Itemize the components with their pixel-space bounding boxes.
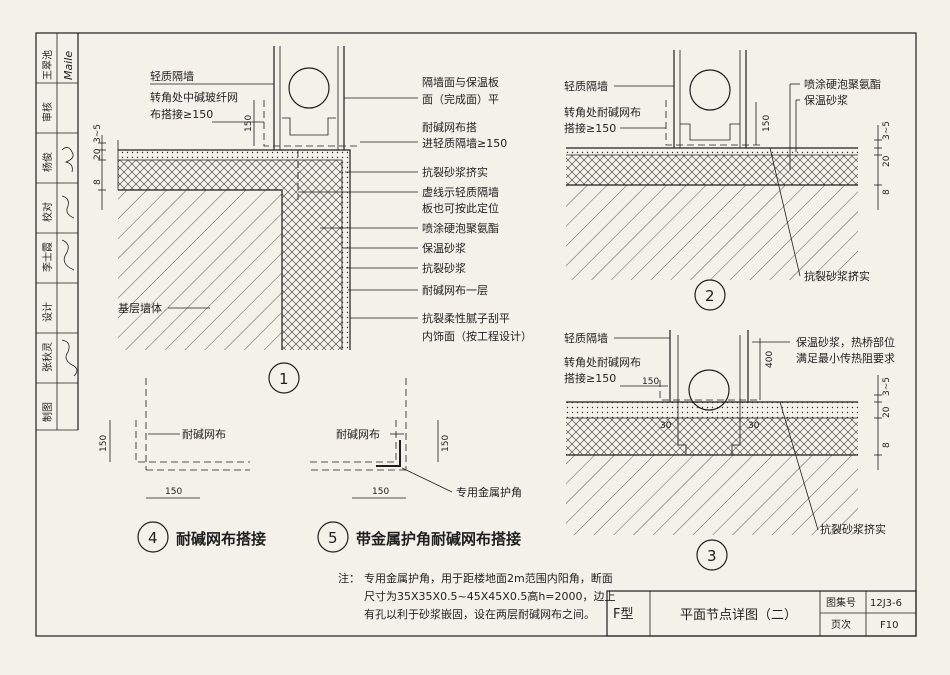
detail1-right-labels: 隔墙面与保温板 面（完成面）平 耐碱网布搭 进轻质隔墙≥150 抗裂砂浆挤实 虚…: [298, 75, 532, 343]
svg-text:抗裂砂浆挤实: 抗裂砂浆挤实: [422, 165, 488, 179]
svg-text:满足最小传热阻要求: 满足最小传热阻要求: [796, 352, 895, 365]
svg-text:尺寸为35X35X0.5~45X45X0.5高h=2000，: 尺寸为35X35X0.5~45X45X0.5高h=2000，边上: [364, 589, 616, 603]
svg-text:400: 400: [765, 351, 775, 368]
svg-text:30: 30: [748, 421, 760, 431]
signature-1: Maile: [62, 51, 75, 80]
svg-text:20: 20: [882, 155, 892, 167]
svg-text:轻质隔墙: 轻质隔墙: [564, 331, 608, 345]
partition-hole: [288, 67, 330, 109]
label-corner-overlap: 布搭接≥150: [150, 108, 213, 121]
sidebar-label-4: 校对: [41, 202, 54, 222]
detail-3-number: 3: [707, 547, 717, 565]
signature-5: [61, 239, 75, 271]
svg-text:3~5: 3~5: [882, 121, 892, 140]
svg-text:轻质隔墙: 轻质隔墙: [564, 79, 608, 93]
signature-column: 王翠池 Maile 审核 杨俊 校对 李士霞 设计 张秋灵 制图: [36, 33, 78, 430]
detail4-title: 耐碱网布搭接: [176, 530, 266, 548]
detail3-hatch: [566, 455, 858, 535]
svg-text:保温砂浆: 保温砂浆: [804, 93, 848, 107]
svg-text:20: 20: [882, 406, 892, 418]
svg-text:3~5: 3~5: [93, 124, 103, 143]
svg-text:150: 150: [99, 435, 109, 452]
svg-text:搭接≥150: 搭接≥150: [564, 372, 616, 385]
svg-text:有孔以利于砂浆嵌固，设在两层耐碱网布之间。: 有孔以利于砂浆嵌固，设在两层耐碱网布之间。: [364, 607, 595, 621]
sidebar-label-7: 张秋灵: [41, 342, 54, 372]
svg-text:内饰面（按工程设计）: 内饰面（按工程设计）: [422, 329, 532, 343]
svg-text:8: 8: [93, 179, 103, 185]
signature-7: [61, 339, 78, 377]
svg-text:150: 150: [244, 115, 254, 132]
title-type: F型: [613, 607, 633, 622]
metal-corner-guard: [376, 440, 401, 467]
foam-layer: [118, 160, 342, 350]
svg-text:5: 5: [328, 529, 338, 547]
svg-text:8: 8: [882, 189, 892, 195]
svg-text:150: 150: [372, 487, 389, 497]
page-label: 页次: [831, 618, 851, 631]
svg-text:抗裂砂浆挤实: 抗裂砂浆挤实: [804, 269, 870, 283]
svg-text:抗裂砂浆挤实: 抗裂砂浆挤实: [820, 522, 886, 536]
atlas-label: 图集号: [826, 596, 856, 609]
svg-text:虚线示轻质隔墙: 虚线示轻质隔墙: [422, 185, 499, 199]
detail-1-number-circle: [268, 362, 300, 394]
svg-text:搭接≥150: 搭接≥150: [564, 122, 616, 135]
detail5-title: 带金属护角耐碱网布搭接: [356, 530, 521, 548]
signature-3: [61, 147, 74, 173]
svg-text:保温砂浆: 保温砂浆: [422, 241, 466, 255]
detail-1-number: 1: [279, 370, 289, 388]
svg-text:专用金属护角，用于距楼地面2m范围内阳角，断面: 专用金属护角，用于距楼地面2m范围内阳角，断面: [364, 571, 613, 585]
svg-text:板也可按此定位: 板也可按此定位: [422, 201, 499, 215]
page-number: F10: [880, 620, 898, 631]
sidebar-label-5: 李士霞: [41, 242, 54, 272]
detail5-corner-label: 专用金属护角: [456, 485, 522, 499]
svg-text:150: 150: [642, 377, 659, 387]
sidebar-label-8: 制图: [41, 402, 54, 422]
sidebar-label-3: 杨俊: [41, 152, 54, 172]
sidebar-label-1: 王翠池: [41, 50, 54, 80]
svg-text:耐碱网布: 耐碱网布: [336, 428, 380, 441]
sheet-border: [35, 32, 917, 637]
signature-4: [61, 195, 75, 219]
svg-text:保温砂浆，热桥部位: 保温砂浆，热桥部位: [796, 335, 895, 349]
svg-text:8: 8: [882, 442, 892, 448]
svg-text:抗裂柔性腻子刮平: 抗裂柔性腻子刮平: [422, 311, 510, 325]
svg-text:3~5: 3~5: [882, 377, 892, 396]
label-base-wall: 基层墙体: [118, 301, 162, 315]
drawing-title: 平面节点详图（二）: [680, 608, 797, 623]
detail-2-number: 2: [705, 287, 715, 305]
svg-text:隔墙面与保温板: 隔墙面与保温板: [422, 75, 499, 89]
detail-5: 150 150 耐碱网布 专用金属护角 5 带金属护角耐碱网布搭接: [310, 378, 522, 553]
title-block: F型 平面节点详图（二） 图集号 12J3-6 页次 F10: [606, 590, 917, 637]
sidebar-label-6: 设计: [41, 302, 54, 322]
svg-text:注：: 注：: [338, 571, 360, 585]
svg-text:转角处耐碱网布: 转角处耐碱网布: [564, 355, 641, 369]
svg-text:喷涂硬泡聚氨酯: 喷涂硬泡聚氨酯: [422, 221, 499, 235]
svg-text:进轻质隔墙≥150: 进轻质隔墙≥150: [422, 136, 507, 150]
svg-text:150: 150: [762, 115, 772, 132]
svg-text:耐碱网布搭: 耐碱网布搭: [422, 121, 477, 134]
svg-text:30: 30: [660, 421, 672, 431]
svg-text:转角处耐碱网布: 转角处耐碱网布: [564, 105, 641, 119]
svg-text:4: 4: [148, 529, 158, 547]
base-wall-hatch: [118, 190, 282, 350]
detail4-mesh-label: 耐碱网布: [182, 428, 226, 441]
svg-text:喷涂硬泡聚氨酯: 喷涂硬泡聚氨酯: [804, 77, 881, 91]
svg-text:抗裂砂浆: 抗裂砂浆: [422, 261, 466, 275]
detail-2: 150 3~5 20 8 轻质隔墙 转角处耐碱网布 搭接≥150 喷涂硬泡聚氨酯…: [564, 50, 892, 311]
label-corner-mesh: 转角处中碱玻纤网: [150, 90, 238, 104]
svg-text:面（完成面）平: 面（完成面）平: [422, 92, 499, 106]
sidebar-label-2: 审核: [41, 102, 54, 122]
label-light-partition: 轻质隔墙: [150, 69, 194, 83]
svg-text:耐碱网布一层: 耐碱网布一层: [422, 284, 488, 297]
detail-3: 400 150 30 30 3~5 20 8 轻质隔墙 转角处耐碱网布 搭接≥1…: [564, 330, 895, 571]
svg-text:150: 150: [441, 435, 451, 452]
detail-1: 3~5 20 8 150 轻质隔墙 转角处中碱玻纤网 布搭接≥150 基层墙体 …: [93, 46, 532, 394]
svg-text:20: 20: [93, 148, 103, 160]
detail2-hatch: [566, 185, 858, 280]
detail-4: 150 150 耐碱网布 4 耐碱网布搭接: [99, 378, 266, 553]
svg-text:150: 150: [165, 487, 182, 497]
note-block: 注： 专用金属护角，用于距楼地面2m范围内阳角，断面 尺寸为35X35X0.5~…: [338, 571, 616, 621]
atlas-number: 12J3-6: [870, 598, 902, 609]
